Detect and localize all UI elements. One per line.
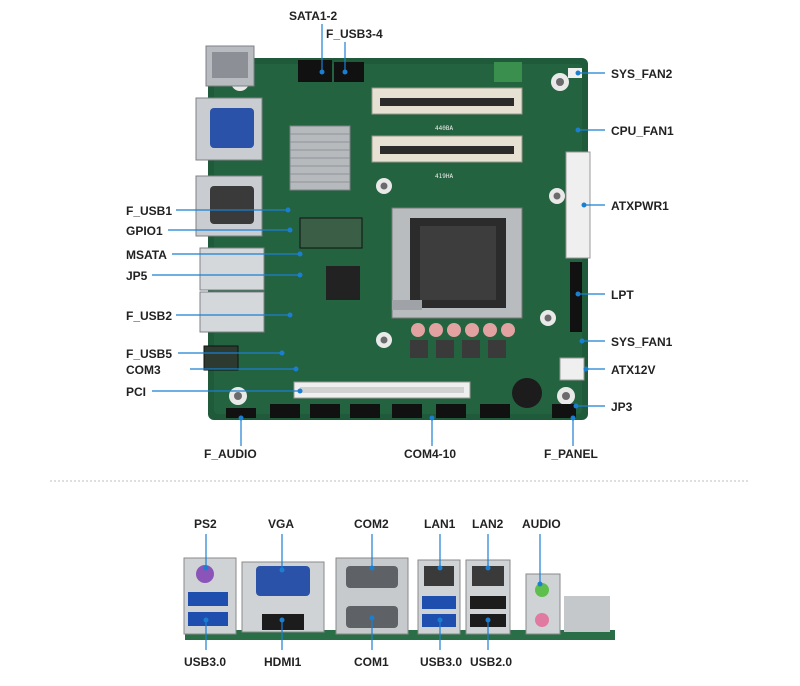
f-usb34-header [334,62,364,82]
label-gpio1: GPIO1 [126,224,163,238]
dimm-b-silkscreen: 419HA [435,173,453,180]
label-sata: SATA1-2 [289,9,338,23]
label-f-audio: F_AUDIO [204,447,257,461]
label-usb30-right: USB3.0 [420,655,462,669]
label-lan2: LAN2 [472,517,504,531]
cmos-battery [512,378,542,408]
label-com4-10: COM4-10 [404,447,456,461]
label-audio: AUDIO [522,517,561,531]
label-lan1: LAN1 [424,517,456,531]
bottom-headers [226,404,576,418]
motherboard: 440BA 419HA [195,45,591,420]
sys-fan2-connector [568,68,582,78]
label-com2: COM2 [354,517,389,531]
io-pcb-edge [185,630,615,640]
label-f-usb2: F_USB2 [126,309,172,323]
label-atxpwr1: ATXPWR1 [611,199,669,213]
usb30-port-left-top [188,592,228,606]
label-usb20: USB2.0 [470,655,512,669]
label-sys-fan2: SYS_FAN2 [611,67,673,81]
lan1-port [424,566,454,586]
label-jp5: JP5 [126,269,148,283]
cpu-socket [391,207,523,319]
rear-io-panel [183,557,615,640]
label-f-panel: F_PANEL [544,447,598,461]
usb30-port-right-top [422,596,456,609]
io-shield-tab [564,596,610,632]
label-com1: COM1 [354,655,389,669]
board-labels: SATA1-2 F_USB3-4 SYS_FAN2 CPU_FAN1 ATXPW… [126,9,674,461]
rear-io-stack [195,45,265,371]
label-msata: MSATA [126,248,167,262]
label-cpu-fan1: CPU_FAN1 [611,124,674,138]
dimm-a-silkscreen: 440BA [435,125,453,132]
lpt-header [570,262,582,332]
label-usb30-left: USB3.0 [184,655,226,669]
label-pci: PCI [126,385,146,399]
chipset-heatsink [289,125,351,191]
io-chip [326,266,360,300]
label-vga: VGA [268,517,294,531]
com2-port [346,566,398,588]
label-hdmi1: HDMI1 [264,655,302,669]
usb20-port-top [470,596,506,609]
vga-port [256,566,310,596]
capacitor-row [410,323,515,358]
dimm-slots: 440BA 419HA [371,87,523,180]
label-sys-fan1: SYS_FAN1 [611,335,673,349]
label-lpt: LPT [611,288,634,302]
label-f-usb1: F_USB1 [126,204,172,218]
io-labels: PS2 VGA COM2 LAN1 LAN2 AUDIO USB3.0 HDMI… [184,517,561,669]
label-ps2: PS2 [194,517,217,531]
leader-lines-bottom [203,534,543,650]
audio-line-out-jack [535,583,549,597]
label-f-usb5: F_USB5 [126,347,172,361]
audio-mic-jack [535,613,549,627]
sata-connectors [298,60,332,82]
label-jp3: JP3 [611,400,633,414]
leader-lines-top [152,24,605,446]
ps2-port [196,565,214,583]
lan2-port [472,566,504,586]
label-atx12v: ATX12V [611,363,655,377]
green-header [494,62,522,82]
msata-slot [299,217,363,249]
label-f-usb34: F_USB3-4 [326,27,383,41]
atx12v-connector [559,357,585,381]
label-com3: COM3 [126,363,161,377]
